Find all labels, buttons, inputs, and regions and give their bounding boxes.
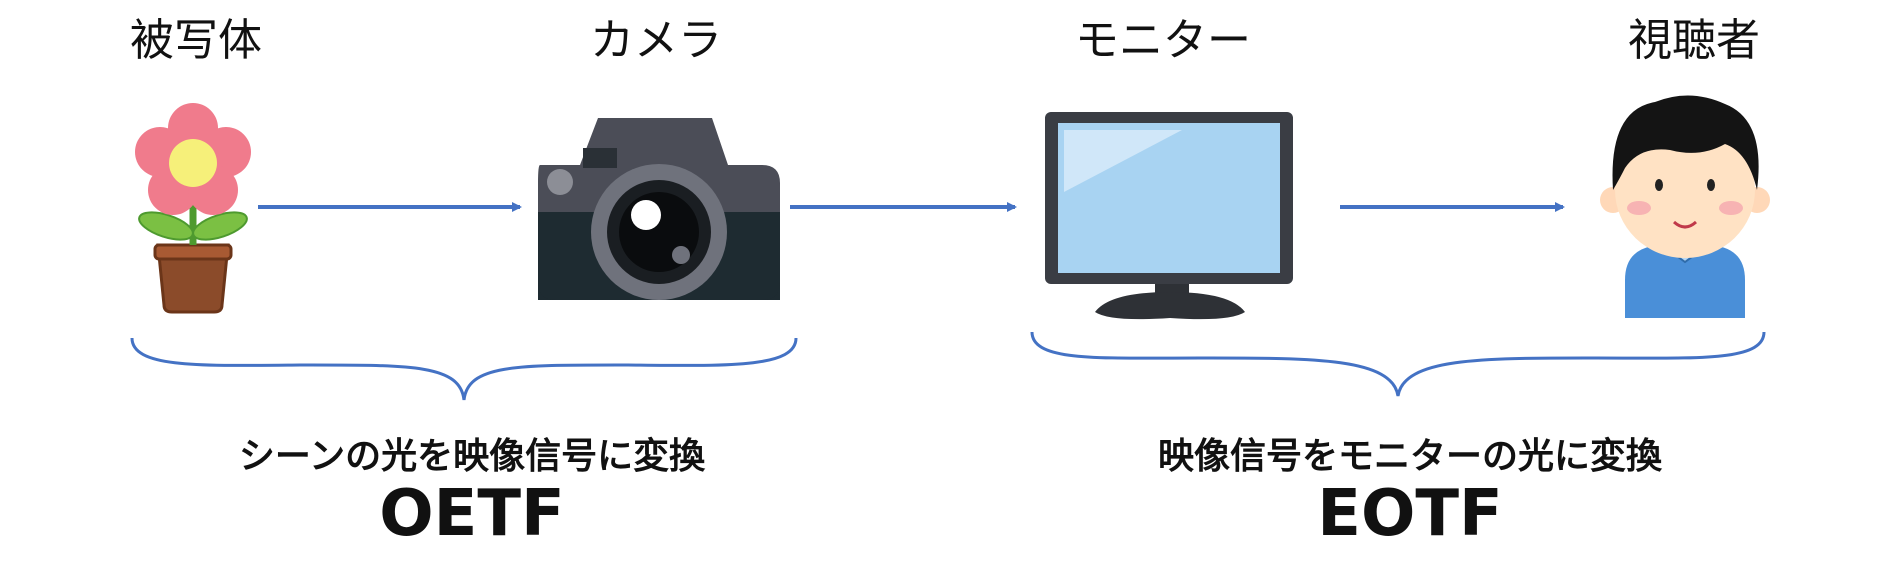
function-right: EOTF <box>1317 477 1503 551</box>
label-subject: 被写体 <box>130 15 262 66</box>
camera-icon <box>538 118 780 300</box>
caption-left: シーンの光を映像信号に変換 <box>239 435 706 477</box>
monitor-icon <box>1045 112 1293 320</box>
left-brace <box>130 337 798 401</box>
function-left: OETF <box>379 477 565 551</box>
right-brace <box>1030 331 1766 397</box>
caption-right: 映像信号をモニターの光に変換 <box>1158 435 1663 477</box>
flower-pot-icon <box>135 103 251 314</box>
label-viewer: 視聴者 <box>1628 15 1760 66</box>
person-icon <box>1600 95 1770 318</box>
label-monitor: モニター <box>1075 15 1251 66</box>
label-camera: カメラ <box>590 15 722 66</box>
